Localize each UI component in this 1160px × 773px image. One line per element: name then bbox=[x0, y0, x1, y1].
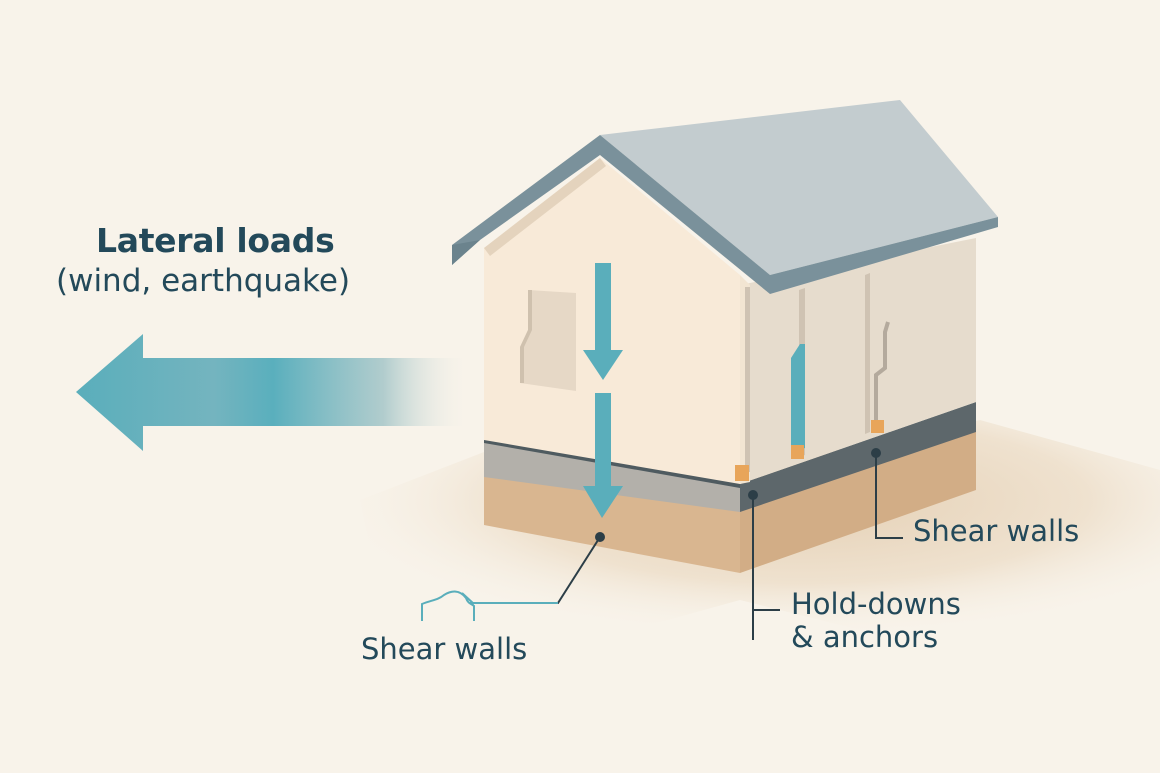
leader-shear-walls-left bbox=[421, 532, 605, 621]
diagram-title: Lateral loads bbox=[96, 221, 335, 260]
hold-down-bracket bbox=[791, 445, 804, 459]
leader-hold-downs bbox=[748, 490, 780, 640]
arrow-down-icon bbox=[583, 393, 623, 518]
label-hold-downs-line1: Hold-downs bbox=[791, 587, 961, 621]
window-opening bbox=[520, 290, 576, 391]
roof bbox=[452, 100, 998, 294]
label-shear-walls-left: Shear walls bbox=[361, 632, 528, 666]
side-wall bbox=[735, 238, 976, 484]
hold-down-bracket bbox=[735, 465, 749, 481]
label-shear-walls-right: Shear walls bbox=[913, 514, 1080, 548]
arrow-down-icon bbox=[583, 263, 623, 380]
hold-down-bracket bbox=[871, 420, 884, 433]
arrow-left-icon bbox=[76, 334, 470, 451]
leader-shear-walls-right bbox=[871, 448, 903, 539]
label-hold-downs-line2: & anchors bbox=[791, 620, 939, 655]
diagram-subtitle: (wind, earthquake) bbox=[56, 263, 351, 299]
foundation bbox=[484, 430, 976, 573]
front-wall bbox=[484, 158, 740, 484]
wall-outline-icon bbox=[421, 590, 475, 621]
label-hold-downs: Hold-downs & anchors bbox=[791, 587, 961, 655]
